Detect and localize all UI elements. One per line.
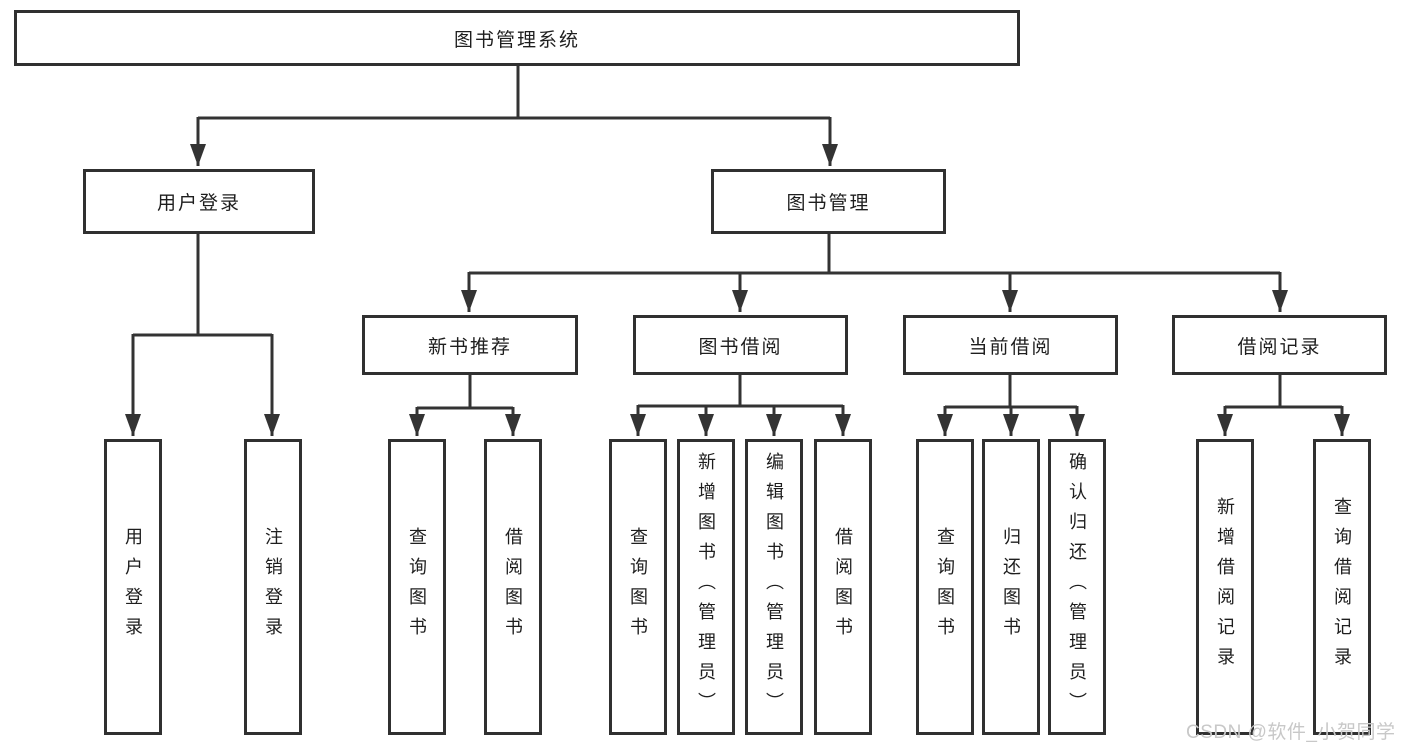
- leaf-borrow-books-2-label: 借阅图书: [833, 527, 853, 647]
- leaf-add-books-admin: 新增图书（管理员）: [677, 439, 735, 735]
- leaf-borrow-books-1-label: 借阅图书: [503, 527, 523, 647]
- node-book-borrowing-label: 图书借阅: [698, 336, 783, 358]
- leaf-logout: 注销登录: [244, 439, 302, 735]
- node-user-login-branch: 用户登录: [83, 169, 315, 234]
- node-current-borrowing: 当前借阅: [903, 315, 1118, 375]
- node-borrowing-records-label: 借阅记录: [1237, 336, 1322, 358]
- csdn-watermark: CSDN @软件_小贺同学: [1186, 722, 1396, 743]
- leaf-query-books-1: 查询图书: [388, 439, 446, 735]
- node-root-system: 图书管理系统: [14, 10, 1020, 66]
- leaf-query-borrow-record: 查询借阅记录: [1313, 439, 1371, 735]
- leaf-query-books-3: 查询图书: [916, 439, 974, 735]
- leaf-query-books-3-label: 查询图书: [935, 527, 955, 647]
- leaf-add-borrow-record-label: 新增借阅记录: [1215, 497, 1235, 677]
- leaf-query-books-2-label: 查询图书: [628, 527, 648, 647]
- leaf-query-borrow-record-label: 查询借阅记录: [1332, 497, 1352, 677]
- leaf-borrow-books-1: 借阅图书: [484, 439, 542, 735]
- leaf-query-books-2: 查询图书: [609, 439, 667, 735]
- leaf-confirm-return-admin-label: 确认归还（管理员）: [1067, 452, 1087, 722]
- node-new-book-recommend: 新书推荐: [362, 315, 578, 375]
- leaf-add-borrow-record: 新增借阅记录: [1196, 439, 1254, 735]
- node-book-borrowing: 图书借阅: [633, 315, 848, 375]
- node-current-borrowing-label: 当前借阅: [968, 336, 1053, 358]
- leaf-return-books-label: 归还图书: [1001, 527, 1021, 647]
- leaf-borrow-books-2: 借阅图书: [814, 439, 872, 735]
- node-user-login-label: 用户登录: [156, 193, 241, 214]
- node-borrowing-records: 借阅记录: [1172, 315, 1387, 375]
- leaf-logout-label: 注销登录: [263, 527, 283, 647]
- leaf-add-books-admin-label: 新增图书（管理员）: [696, 452, 716, 722]
- leaf-confirm-return-admin: 确认归还（管理员）: [1048, 439, 1106, 735]
- node-new-book-recommend-label: 新书推荐: [427, 336, 512, 358]
- node-book-management-label: 图书管理: [786, 193, 871, 214]
- leaf-edit-books-admin-label: 编辑图书（管理员）: [764, 452, 784, 722]
- leaf-edit-books-admin: 编辑图书（管理员）: [745, 439, 803, 735]
- leaf-user-login: 用户登录: [104, 439, 162, 735]
- leaf-query-books-1-label: 查询图书: [407, 527, 427, 647]
- leaf-return-books: 归还图书: [982, 439, 1040, 735]
- node-root-label: 图书管理系统: [453, 29, 580, 51]
- leaf-user-login-label: 用户登录: [123, 527, 143, 647]
- node-book-management-branch: 图书管理: [711, 169, 946, 234]
